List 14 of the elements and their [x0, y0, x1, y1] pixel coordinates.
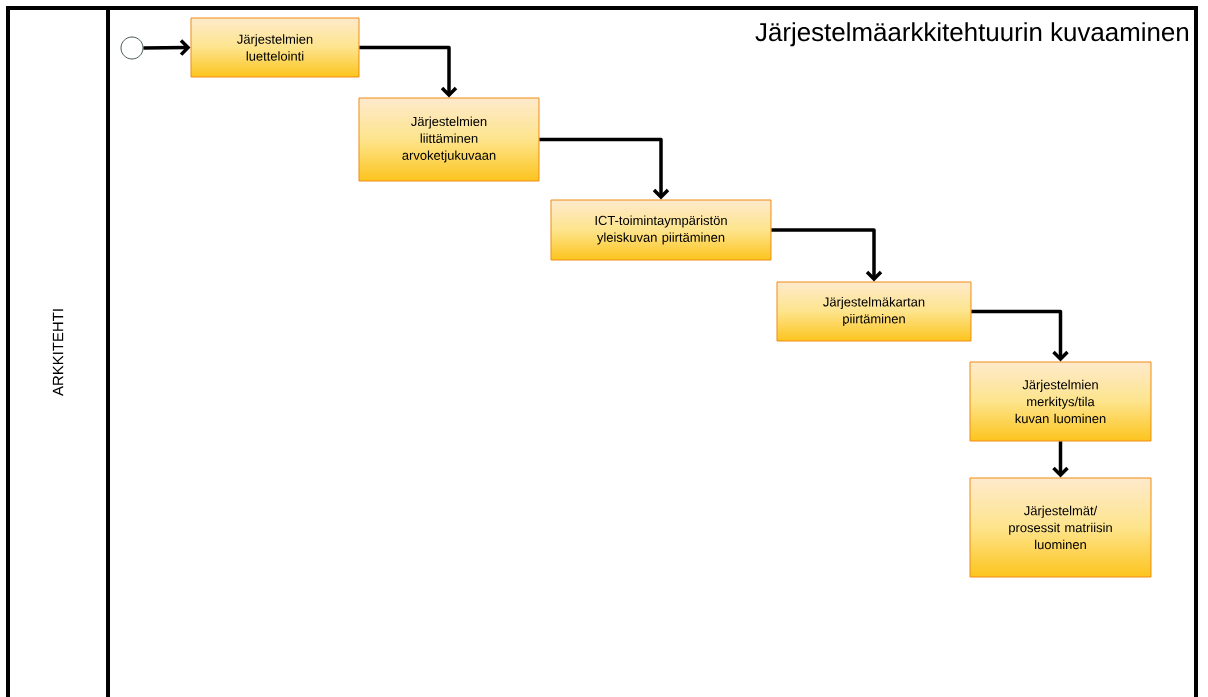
- arrow: [539, 137, 670, 200]
- arrow: [771, 228, 883, 282]
- task-box: Järjestelmien merkitys/tila kuvan luominen: [969, 361, 1152, 442]
- arrow: [1052, 441, 1069, 478]
- task-box: Järjestelmien liittäminen arvoketjukuvaan: [358, 97, 540, 182]
- task-box: Järjestelmien luettelointi: [190, 17, 360, 78]
- task-box: Järjestelmät/ prosessit matriisin luominen: [969, 477, 1152, 578]
- arrow: [359, 45, 458, 98]
- start-event: [120, 36, 144, 60]
- title: Järjestelmäarkkitehtuurin kuvaaminen: [755, 22, 1188, 47]
- task-box: ICT-toimintaympäristön yleiskuvan piirtäminen: [550, 199, 772, 261]
- arrow: [971, 309, 1069, 362]
- arrow: [143, 39, 191, 56]
- task-box: Järjestelmäkartan piirtäminen: [776, 281, 972, 342]
